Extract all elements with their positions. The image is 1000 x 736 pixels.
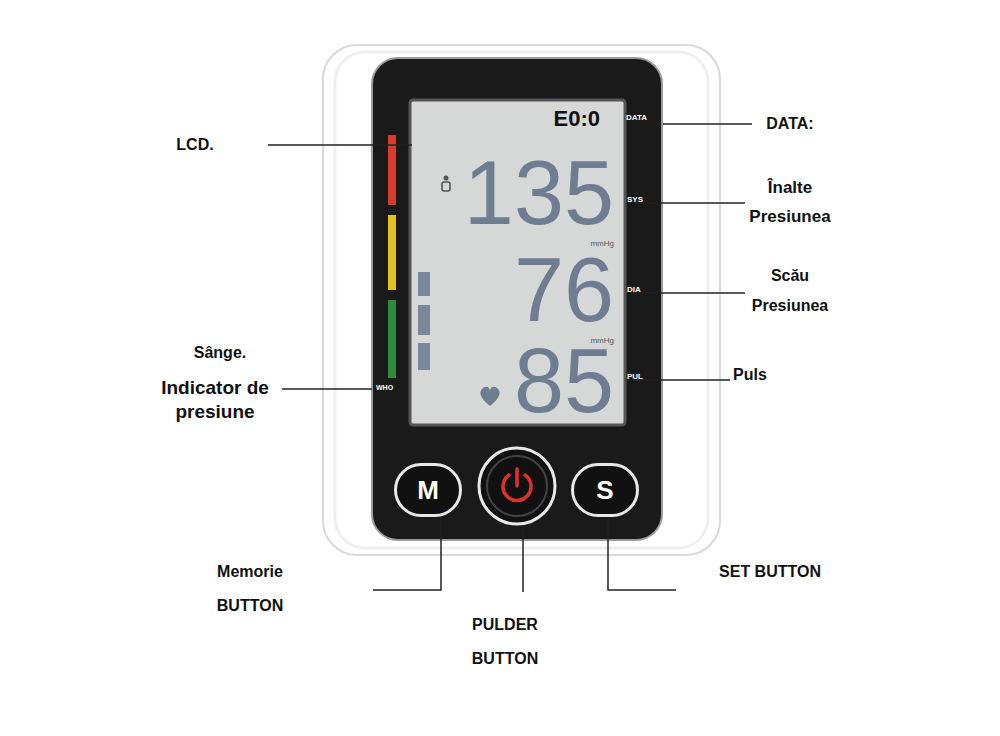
- panel-label: WHO: [376, 384, 406, 391]
- leader-line: [632, 202, 745, 204]
- heart-icon: [480, 387, 499, 406]
- indicator-yellow: [388, 215, 396, 290]
- level-bar: [418, 272, 430, 296]
- leader-line: [373, 518, 441, 590]
- button-letter: S: [596, 475, 613, 506]
- leader-line: [268, 144, 412, 146]
- panel-label: PUL: [627, 373, 661, 381]
- power-button-ring: [487, 456, 547, 516]
- part-label: LCD.: [150, 135, 240, 154]
- button-letter: M: [417, 475, 439, 506]
- lcd-screen: [410, 100, 625, 425]
- part-label: Puls: [733, 365, 793, 384]
- button-label: PULDER BUTTON: [440, 608, 570, 675]
- pulse-value: 85: [432, 336, 614, 426]
- button-label: Memorie BUTTON: [195, 555, 305, 622]
- leader-line: [632, 292, 745, 294]
- button: M: [394, 463, 462, 517]
- panel-label: SYS: [627, 196, 661, 204]
- part-label: Înalte Presiunea: [735, 174, 845, 232]
- systolic-value: 135: [432, 148, 614, 238]
- panel-label: DIA: [627, 286, 661, 294]
- leader-line: [282, 388, 372, 390]
- power-symbol: [515, 469, 519, 486]
- part-label: Indicator de presiune: [140, 376, 290, 424]
- power-button: [479, 448, 555, 524]
- leader-lines: [268, 124, 752, 592]
- lcd-status: E0:0: [520, 106, 600, 132]
- monitor-housing: [323, 45, 720, 555]
- level-bar: [418, 343, 430, 370]
- level-bar: [418, 305, 430, 335]
- leader-line: [608, 518, 676, 590]
- user-icon: [442, 176, 450, 192]
- part-label: Scău Presiunea: [735, 261, 845, 320]
- button: S: [571, 463, 639, 517]
- indicator-green: [388, 300, 396, 378]
- leader-line: [522, 526, 524, 592]
- part-label: DATA:: [740, 114, 840, 133]
- button-label: SET BUTTON: [715, 555, 825, 589]
- leader-line: [663, 123, 752, 125]
- panel-label: DATA: [626, 114, 660, 122]
- part-label: Sânge.: [165, 343, 275, 362]
- housing-edge: [335, 52, 708, 548]
- diastolic-value: 76: [432, 245, 614, 335]
- front-panel: [372, 58, 662, 540]
- leader-line: [632, 379, 730, 381]
